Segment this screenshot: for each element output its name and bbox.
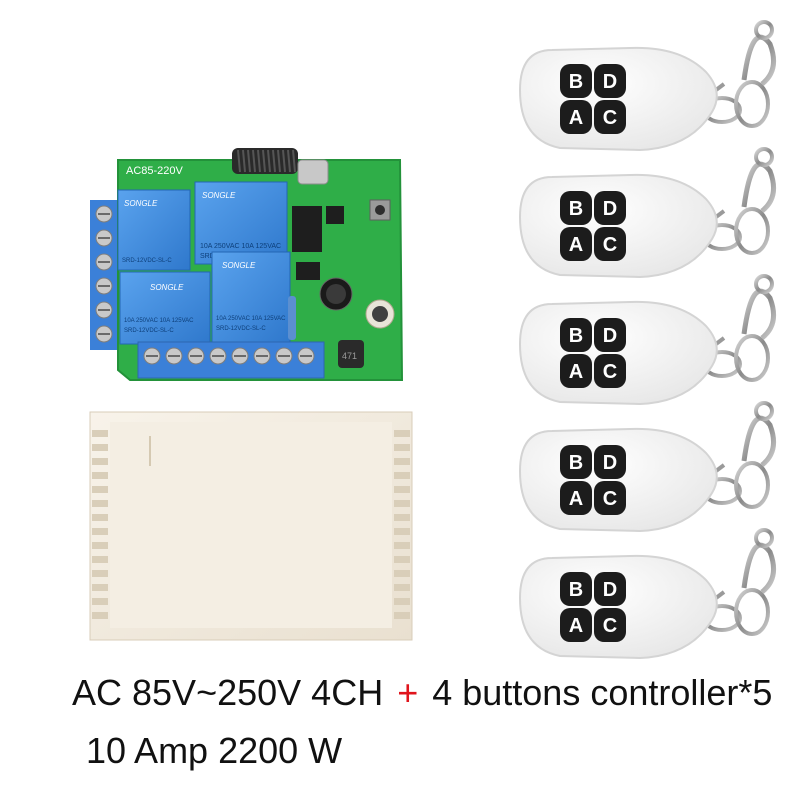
remote-button-label: D xyxy=(603,325,617,347)
svg-text:SRD-12VDC-SL-C: SRD-12VDC-SL-C xyxy=(122,258,172,264)
case-vents xyxy=(92,430,410,619)
remote-shell xyxy=(518,554,718,660)
caption-spec: AC 85V~250V 4CH xyxy=(72,672,384,713)
remote-button-label: C xyxy=(603,488,617,510)
svg-text:SRD-12VDC-SL-C: SRD-12VDC-SL-C xyxy=(216,326,266,332)
remote-button xyxy=(594,481,626,515)
remote-shell xyxy=(518,173,718,279)
ic-chip xyxy=(292,206,322,252)
remote-button-label: C xyxy=(603,234,617,256)
resistor xyxy=(288,296,296,340)
remote-button xyxy=(560,481,592,515)
case-top-face xyxy=(110,422,392,628)
remote-button xyxy=(594,572,626,606)
remote-button xyxy=(560,445,592,479)
remote-button xyxy=(594,227,626,261)
inductor xyxy=(338,340,364,368)
remote-button xyxy=(560,608,592,642)
remote-button xyxy=(594,445,626,479)
remote-button xyxy=(560,318,592,352)
svg-text:SONGLE: SONGLE xyxy=(124,199,158,208)
relay-1: SONGLE 10A 250VAC 10A 125VAC SRD-12VDC-S… xyxy=(194,181,288,265)
remote-button-label: B xyxy=(569,325,583,347)
remote-button-label: B xyxy=(569,579,583,601)
remote-button-label: D xyxy=(603,452,617,474)
remote-button xyxy=(594,318,626,352)
remote-button-label: A xyxy=(569,488,583,510)
remote-button-label: B xyxy=(569,71,583,93)
ic-chip-regulator xyxy=(296,262,320,280)
remote-button xyxy=(560,100,592,134)
relay-3: SONGLE 10A 250VAC 10A 125VAC SRD-12VDC-S… xyxy=(119,271,211,345)
remote-button-label: A xyxy=(569,361,583,383)
bottom-terminal-screws xyxy=(143,347,315,365)
remote-button-label: B xyxy=(569,452,583,474)
voltage-silkscreen: AC85-220V xyxy=(126,165,184,177)
remote-button xyxy=(560,572,592,606)
crystal xyxy=(297,159,329,185)
svg-text:10A 250VAC 10A 125VAC: 10A 250VAC 10A 125VAC xyxy=(124,318,194,324)
svg-text:10A 250VAC 10A 125VAC: 10A 250VAC 10A 125VAC xyxy=(200,243,281,250)
remote-button-label: D xyxy=(603,198,617,220)
remote-button-label: D xyxy=(603,579,617,601)
remote-shell xyxy=(518,46,718,152)
remote-button-label: D xyxy=(603,71,617,93)
relay-4: SONGLE 10A 250VAC 10A 125VAC SRD-12VDC-S… xyxy=(211,251,291,343)
remote-button-label: A xyxy=(569,234,583,256)
receiver-board: AC85-220V SONGLE 10A 250VAC 10A 125VAC S… xyxy=(90,148,404,381)
remote-shell xyxy=(518,300,718,406)
caption-line-1: AC 85V~250V 4CH +4 buttons controller*5 xyxy=(72,672,800,714)
antenna-coil xyxy=(232,148,298,174)
remote-button-label: A xyxy=(569,615,583,637)
receiver-case xyxy=(89,411,413,641)
relay-2: SONGLE SRD-12VDC-SL-C xyxy=(117,189,191,271)
remote-shell xyxy=(518,427,718,533)
caption-plus: + xyxy=(397,672,419,713)
bottom-terminal-block xyxy=(137,341,325,379)
left-terminal-block xyxy=(90,200,120,350)
remote-button xyxy=(594,191,626,225)
remote-button-label: C xyxy=(603,615,617,637)
remote-button xyxy=(560,354,592,388)
left-terminal-screws xyxy=(95,205,113,343)
remote-button xyxy=(560,227,592,261)
remote-button-label: A xyxy=(569,107,583,129)
ic-chip-small xyxy=(326,206,344,224)
remote-button xyxy=(594,608,626,642)
caption-remotes: 4 buttons controller*5 xyxy=(432,672,773,713)
svg-text:SONGLE: SONGLE xyxy=(150,283,184,292)
svg-text:SONGLE: SONGLE xyxy=(202,191,236,200)
remote-button-label: B xyxy=(569,198,583,220)
remote-button xyxy=(594,354,626,388)
svg-text:SONGLE: SONGLE xyxy=(222,261,256,270)
remote-button xyxy=(560,191,592,225)
caption-line-2: 10 Amp 2200 W xyxy=(86,730,343,771)
remote-button-label: C xyxy=(603,361,617,383)
remote-button xyxy=(594,100,626,134)
svg-text:10A 250VAC 10A 125VAC: 10A 250VAC 10A 125VAC xyxy=(216,316,286,322)
resistor-code-label: 471 xyxy=(342,351,357,361)
remote-button-label: C xyxy=(603,107,617,129)
remote-button xyxy=(560,64,592,98)
svg-text:SRD-12VDC-SL-C: SRD-12VDC-SL-C xyxy=(124,328,174,334)
remote-button xyxy=(594,64,626,98)
